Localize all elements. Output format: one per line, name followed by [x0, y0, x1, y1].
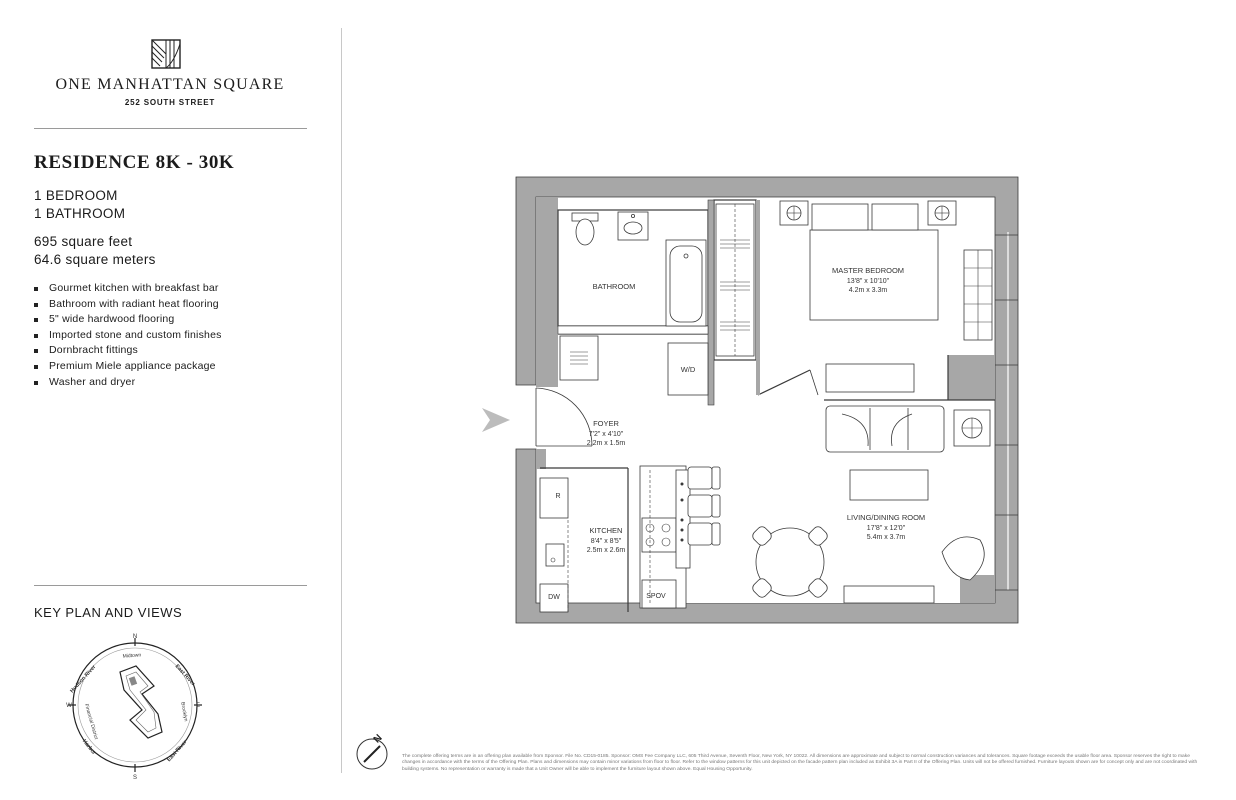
room-kitchen: KITCHEN [590, 526, 623, 535]
master-bedroom-dim-ft: 13'8" x 10'10" [847, 278, 890, 285]
feature-item: Premium Miele appliance package [34, 359, 222, 375]
feature-list: Gourmet kitchen with breakfast bar Bathr… [34, 281, 222, 390]
feature-item: Gourmet kitchen with breakfast bar [34, 281, 222, 297]
feature-item: Bathroom with radiant heat flooring [34, 297, 222, 313]
floor-plan: BATHROOM W/D MASTER BEDROOM 13'8" x 10'1… [482, 176, 1019, 624]
view-harbor: Harbor [81, 739, 97, 757]
compass-west: W [66, 703, 72, 709]
key-plan-title: KEY PLAN AND VIEWS [34, 605, 183, 620]
area-square-meters: 64.6 square meters [34, 252, 156, 267]
room-foyer: FOYER [593, 419, 619, 428]
view-brooklyn: Brooklyn [179, 702, 188, 722]
building-footprint [119, 665, 163, 739]
foyer-dim-ft: 7'2" x 4'10" [589, 431, 624, 438]
bathroom-count: 1 BATHROOM [34, 206, 126, 221]
wall-block [536, 197, 558, 387]
brand-name: ONE MANHATTAN SQUARE [55, 76, 285, 93]
entry-arrow-icon [482, 408, 510, 432]
compass-north: N [133, 634, 137, 640]
room-wd: W/D [681, 365, 696, 374]
north-arrow-icon: N [356, 733, 388, 770]
info-panel: ONE MANHATTAN SQUARE 252 SOUTH STREET RE… [0, 0, 340, 800]
entry-door-swing [535, 387, 593, 447]
living-dim-m: 5.4m x 3.7m [867, 534, 906, 541]
brand-address: 252 SOUTH STREET [124, 98, 216, 107]
foyer-dim-m: 2.2m x 1.5m [587, 440, 626, 447]
master-bedroom-dim-m: 4.2m x 3.3m [849, 287, 888, 294]
feature-item: Washer and dryer [34, 375, 222, 391]
room-living-dining: LIVING/DINING ROOM [847, 513, 925, 522]
building-logo-icon [151, 39, 181, 69]
view-financial-district: Financial District [83, 703, 99, 740]
vertical-divider [341, 28, 342, 773]
area-square-feet: 695 square feet [34, 234, 133, 249]
feature-item: Imported stone and custom finishes [34, 328, 222, 344]
column [948, 355, 995, 400]
room-master-bedroom: MASTER BEDROOM [832, 266, 904, 275]
compass-east: E [196, 703, 200, 709]
legal-disclaimer: The complete offering terms are in an of… [402, 754, 1198, 772]
appliance-dishwasher: DW [548, 594, 560, 601]
divider-bottom [34, 585, 307, 586]
unit-location-marker [128, 676, 138, 686]
residence-title: RESIDENCE 8K - 30K [34, 152, 235, 173]
appliance-refrigerator: R [555, 493, 560, 500]
living-dim-ft: 17'8" x 12'0" [867, 525, 906, 532]
room-bathroom: BATHROOM [593, 282, 636, 291]
appliance-speed-oven: SPOV [646, 593, 666, 600]
feature-item: 5" wide hardwood flooring [34, 312, 222, 328]
divider-top [34, 128, 307, 129]
compass-south: S [133, 775, 137, 780]
key-plan-diagram: N S E W Hudson River East River Midtown … [66, 634, 202, 780]
bedroom-count: 1 BEDROOM [34, 188, 118, 203]
kitchen-dim-m: 2.5m x 2.6m [587, 547, 626, 554]
view-east-river-top: East River [174, 664, 197, 688]
feature-item: Dornbracht fittings [34, 343, 222, 359]
view-hudson-river: Hudson River [69, 664, 98, 695]
view-midtown: Midtown [122, 652, 141, 659]
kitchen-dim-ft: 8'4" x 8'5" [591, 538, 622, 545]
